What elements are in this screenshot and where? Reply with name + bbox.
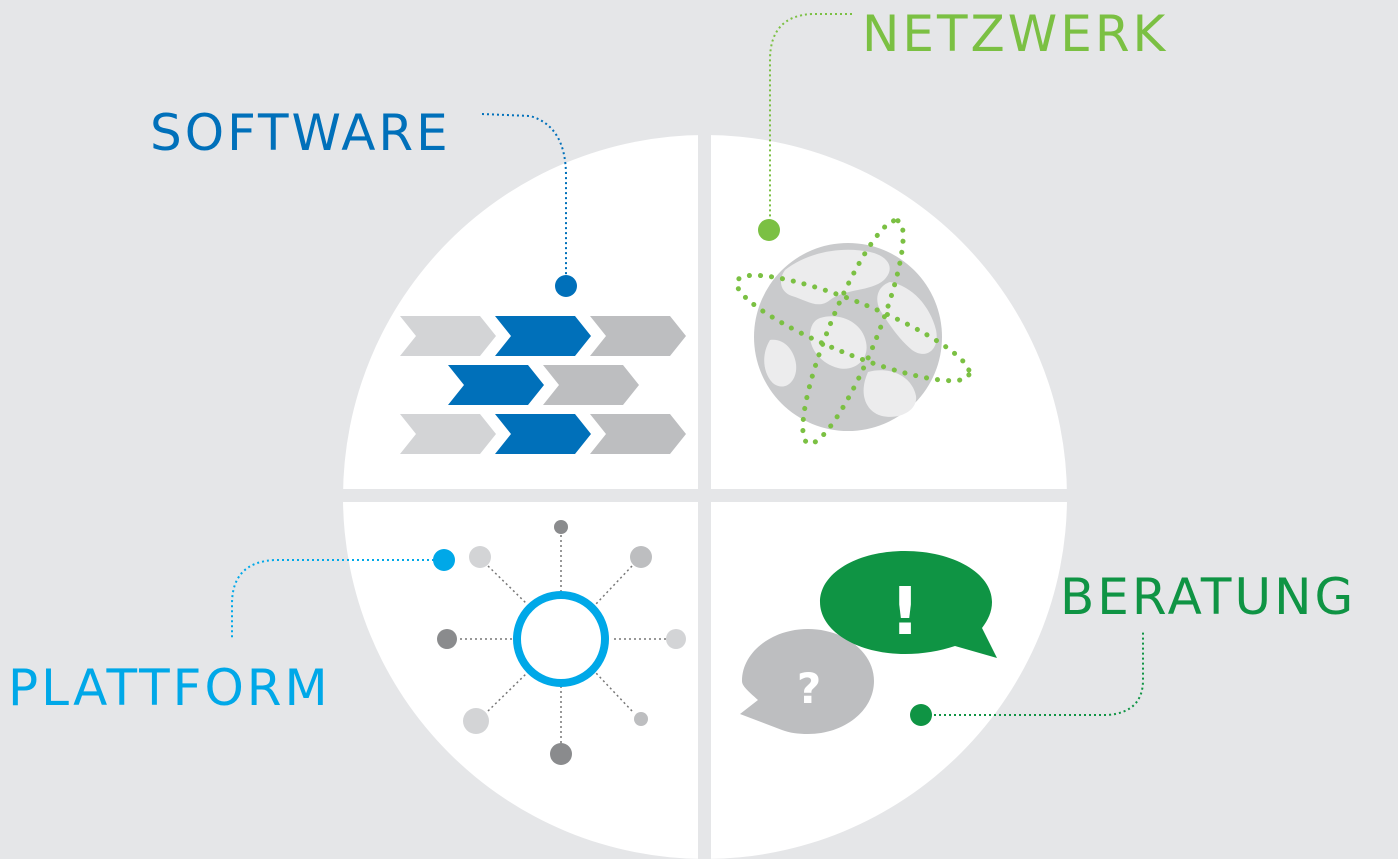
exclamation-mark-text: ! [890,573,920,650]
netzwerk-label: NETZWERK [862,5,1169,63]
globe-icon [734,217,972,447]
netzwerk-connector-line [769,13,852,228]
beratung-label: BERATUNG [1060,568,1357,626]
software-connector-line [481,113,567,285]
plattform-label: PLATTFORM [8,659,331,717]
beratung-connector-dot [910,704,932,726]
netzwerk-connector-dot [758,219,780,241]
process-arrows-icon [400,316,686,454]
software-label: SOFTWARE [150,104,451,162]
plattform-connector-line [231,559,434,640]
plattform-connector-dot [433,549,455,571]
hub-network-icon [437,520,686,765]
speech-bubbles-icon: ? ! [740,551,997,734]
question-mark-text: ? [797,664,821,713]
quadrant-circle [343,135,1067,859]
software-connector-dot [555,275,577,297]
